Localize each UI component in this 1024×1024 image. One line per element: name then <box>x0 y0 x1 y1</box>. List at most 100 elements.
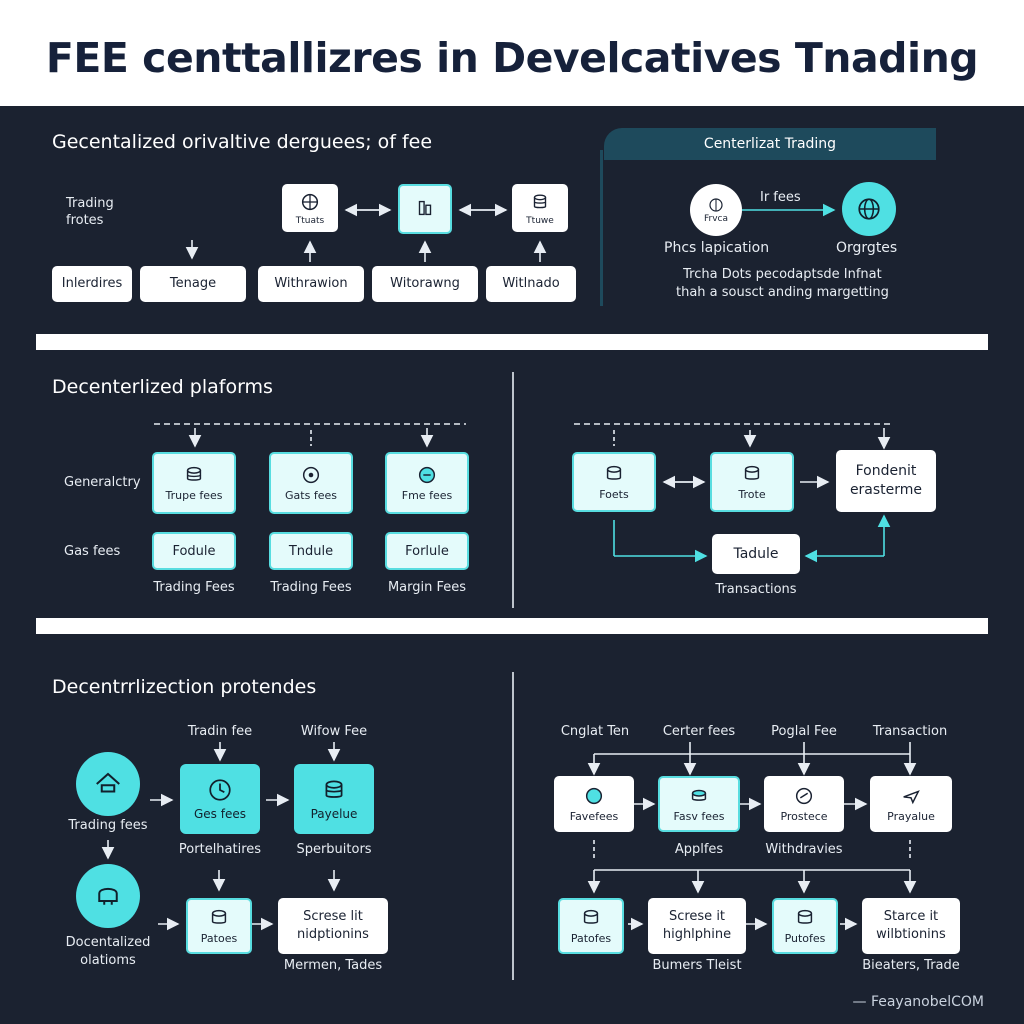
section3-right-top-label-2: Certer fees <box>662 724 736 739</box>
divider-band-2 <box>0 618 1024 634</box>
row1-label: Favefees <box>569 810 619 823</box>
section1-node-label: Ttuwe <box>526 215 554 226</box>
section1-box-4: Witorawng <box>372 266 478 302</box>
section2-sub-box-3: Forlule <box>385 532 469 570</box>
coins-icon <box>533 193 547 208</box>
section1-node-globe: Ttuats <box>282 184 338 232</box>
clock-icon <box>209 779 231 801</box>
section3-right-row2-box-1: Patofes <box>558 898 624 954</box>
section2-node-3: Fme fees <box>385 452 469 514</box>
section3-left-circle-caption: Trading fees <box>68 818 148 833</box>
section3-lower-caption: Mermen, Tades <box>283 958 383 973</box>
panel-border <box>600 150 603 306</box>
coins-icon <box>797 909 813 924</box>
section3-right-row1-box-3: Prostece <box>764 776 844 832</box>
row1-label: Prostece <box>780 810 828 823</box>
document-icon <box>418 200 432 215</box>
section2-node-2: Gats fees <box>269 452 353 514</box>
coins-icon <box>583 909 599 924</box>
coins-icon <box>744 465 760 480</box>
section2-sub-box-2: Tndule <box>269 532 353 570</box>
section3-right-row1-box-1: Favefees <box>554 776 634 832</box>
section3-left-circle2-caption: Docentalized olatioms <box>65 935 151 968</box>
globe-icon <box>301 193 319 210</box>
section3-lower-node: Patoes <box>186 898 252 954</box>
section3-right-row2-box-4: Starce it wilbtionins <box>862 898 960 954</box>
minus-circle-icon <box>418 466 436 484</box>
shield-icon <box>98 887 118 905</box>
section2-right-node-label: Foets <box>599 488 629 501</box>
section3-right-row1-caption-2: Withdravies <box>765 842 843 857</box>
section3-right-row2-caption-2: Bieaters, Trade <box>862 958 960 973</box>
panel-right-caption: Orgrgtes <box>836 240 898 256</box>
section2-caption-1: Trading Fees <box>153 580 235 595</box>
section1-side-label: Trading frotes <box>66 196 114 228</box>
section2-result-box: Fondenit erasterme <box>836 450 936 512</box>
coins-icon <box>606 465 622 480</box>
section3-right-row1-box-4: Prayalue <box>870 776 952 832</box>
gauge-icon <box>302 466 320 484</box>
section3-right-row2-box-2: Screse it highlphine <box>648 898 746 954</box>
title-bar: FEE centtallizres in Develcatives Tnadin… <box>0 0 1024 106</box>
panel-left-node: Frvca <box>690 184 742 236</box>
section1-box-5: Witlnado <box>486 266 576 302</box>
panel-description: Trcha Dots pecodaptsde Infnat thah a sou… <box>676 267 889 300</box>
section1-node-label: Ttuats <box>295 215 325 226</box>
plane-icon <box>903 790 920 805</box>
section2-row-label-2: Gas fees <box>64 544 121 559</box>
section3-right-top-label-3: Poglal Fee <box>771 724 837 739</box>
section3-right-top-label-1: Cnglat Ten <box>560 724 630 739</box>
section2-sub-box-1: Fodule <box>152 532 236 570</box>
section3-node-1: Ges fees <box>180 764 260 834</box>
section1-box-2: Tenage <box>140 266 246 302</box>
home-icon <box>96 772 120 793</box>
panel-left-node-label: Frvca <box>703 214 728 224</box>
section1-node-document <box>398 184 452 234</box>
section3-node-label: Ges fees <box>194 807 246 821</box>
globe-icon <box>858 198 880 220</box>
section3-top-label-2: Wifow Fee <box>300 724 368 739</box>
section3-lower-node-label: Patoes <box>200 932 238 945</box>
row2-label: Patofes <box>570 932 612 945</box>
page-title: FEE centtallizres in Develcatives Tnadin… <box>45 34 979 82</box>
row2-label: Putofes <box>784 932 826 945</box>
section3-top-label-1: Tradin fee <box>187 724 253 739</box>
section2-caption-2: Trading Fees <box>270 580 352 595</box>
section2-heading: Decenterlized plaforms <box>52 376 273 398</box>
section3-node-caption-1: Portelhatires <box>178 842 262 857</box>
coins-icon <box>691 789 707 801</box>
row1-label: Prayalue <box>887 810 935 823</box>
section1-box-1: Inlerdires <box>52 266 132 302</box>
panel-arrow-label: Ir fees <box>760 190 801 205</box>
section3-node-2: Payelue <box>294 764 374 834</box>
section2-node-1: Trupe fees <box>152 452 236 514</box>
section1-box-3: Withrawion <box>258 266 364 302</box>
section3-heading: Decentrrlizection protendes <box>52 676 317 698</box>
section2-bottom-box: Tadule <box>712 534 800 574</box>
footer-credit: — FeayanobelCOM <box>852 994 985 1010</box>
globe-icon <box>585 787 603 805</box>
section3-left-circle-2 <box>76 864 140 928</box>
row1-label: Fasv fees <box>673 810 725 823</box>
coins-icon <box>325 780 343 798</box>
section2-node-label: Fme fees <box>401 489 453 502</box>
centralized-trading-tab: Centerlizat Trading <box>604 128 936 160</box>
section3-right-row2-box-3: Putofes <box>772 898 838 954</box>
panel-left-caption: Phcs lapication <box>664 240 770 256</box>
section3-right-row1-box-2: Fasv fees <box>658 776 740 832</box>
section2-caption-3: Margin Fees <box>387 580 467 595</box>
coins-icon <box>211 909 227 924</box>
section1-heading: Gecentalized orivaltive derguees; of fee <box>52 131 433 153</box>
section1-node-coins: Ttuwe <box>512 184 568 232</box>
section3-right-row1-caption-1: Applfes <box>674 842 724 857</box>
divider-band-1 <box>0 334 1024 350</box>
gauge-icon <box>795 787 813 805</box>
coins-icon <box>186 466 202 481</box>
globe-icon <box>709 198 723 212</box>
section2-node-label: Trupe fees <box>165 489 223 502</box>
section3-right-top-label-4: Transaction <box>872 724 948 739</box>
section3-node-label: Payelue <box>310 807 358 821</box>
section2-node-label: Gats fees <box>285 489 337 502</box>
section2-right-node-2: Trote <box>710 452 794 512</box>
panel-right-node <box>842 182 896 236</box>
